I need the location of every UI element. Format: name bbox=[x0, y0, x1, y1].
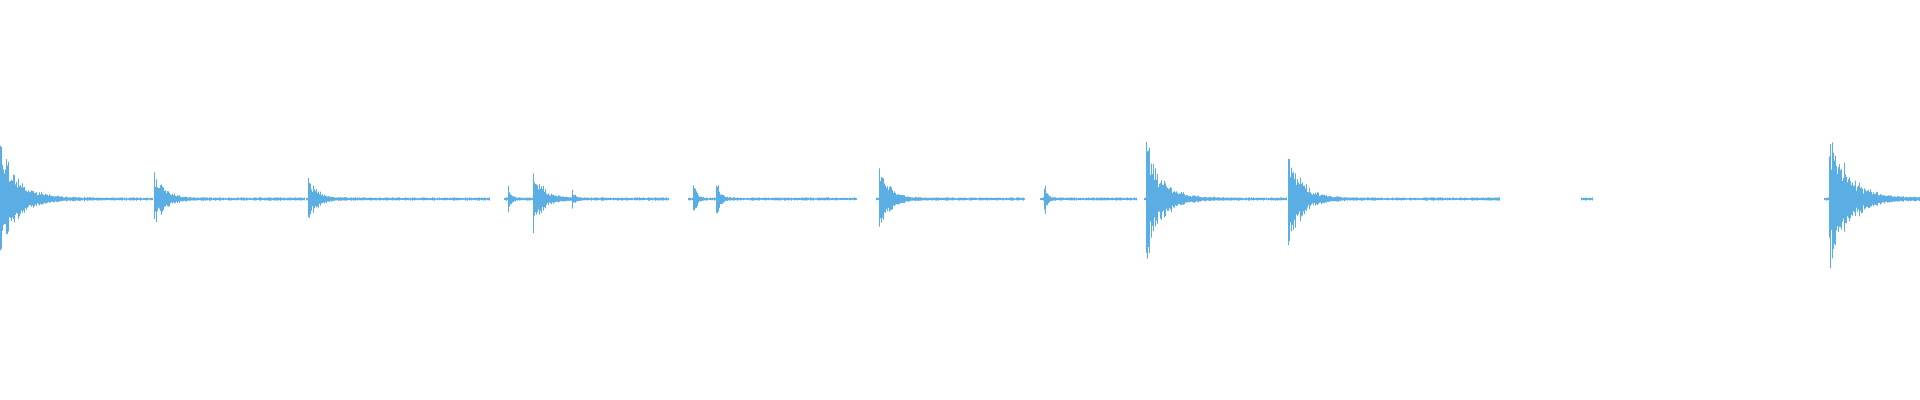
waveform-trace bbox=[0, 141, 1920, 269]
